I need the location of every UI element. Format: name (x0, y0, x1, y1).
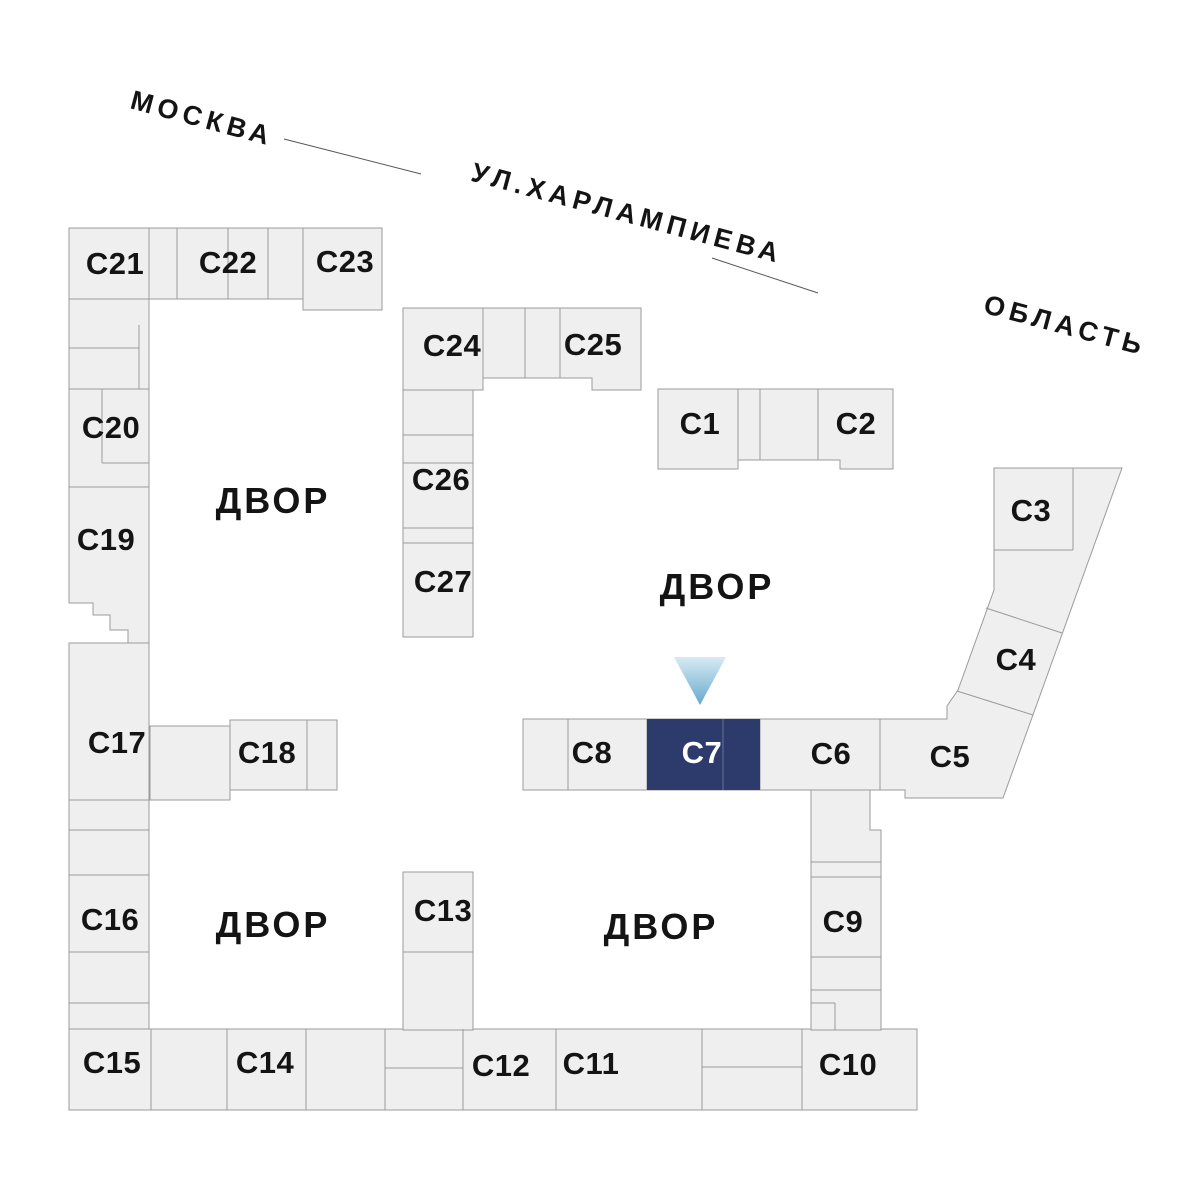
street-divider-line-1 (283, 138, 422, 175)
block-label-c15[interactable]: С15 (83, 1045, 141, 1080)
building-mid-top-strip[interactable] (482, 307, 642, 391)
courtyard-label-bottom-right: ДВОР (604, 906, 719, 947)
building-c17-extension[interactable] (149, 725, 231, 801)
block-label-c19[interactable]: С19 (77, 522, 135, 557)
block-label-c23[interactable]: С23 (316, 244, 374, 279)
block-label-c16[interactable]: С16 (81, 902, 139, 937)
block-label-c14[interactable]: С14 (236, 1045, 295, 1080)
courtyard-label-bottom-left: ДВОР (216, 904, 331, 945)
street-divider-line-2 (711, 257, 819, 294)
block-label-c2[interactable]: С2 (836, 406, 877, 441)
building-c9-wing[interactable] (810, 789, 882, 1031)
block-label-c27[interactable]: С27 (414, 564, 472, 599)
block-label-c8[interactable]: С8 (572, 735, 613, 770)
block-labels: С1 С2 С3 С4 С5 С6 С7 С8 С9 С10 С11 С12 С… (77, 244, 1052, 1083)
block-label-c1[interactable]: С1 (680, 406, 721, 441)
building-c13-wing[interactable] (402, 871, 474, 1031)
block-label-c10[interactable]: С10 (819, 1047, 877, 1082)
block-label-c3[interactable]: С3 (1011, 493, 1052, 528)
block-c7-selected[interactable] (647, 719, 760, 790)
selected-block-marker-icon (674, 657, 726, 705)
building-c1-c2-strip[interactable] (657, 388, 894, 470)
block-label-c5[interactable]: С5 (930, 739, 971, 774)
block-label-c13[interactable]: С13 (414, 893, 472, 928)
block-label-c26[interactable]: С26 (412, 462, 470, 497)
block-label-c11[interactable]: С11 (563, 1046, 620, 1081)
block-label-c21[interactable]: С21 (86, 246, 144, 281)
block-label-c6[interactable]: С6 (811, 736, 852, 771)
block-label-c24[interactable]: С24 (423, 328, 482, 363)
courtyard-label-top-left: ДВОР (216, 480, 331, 521)
block-label-c22[interactable]: С22 (199, 245, 257, 280)
building-c24-block[interactable] (402, 307, 484, 391)
building-middle-column[interactable] (402, 389, 474, 638)
section-dividers (69, 228, 1074, 1110)
block-label-c12[interactable]: С12 (472, 1048, 530, 1083)
street-label-moscow: МОСКВА (127, 85, 277, 152)
street-label-oblast: ОБЛАСТЬ (981, 289, 1150, 361)
building-c18-block[interactable] (229, 719, 338, 791)
block-label-c9[interactable]: С9 (823, 904, 864, 939)
courtyard-labels: ДВОР ДВОР ДВОР ДВОР (216, 480, 775, 947)
block-label-c18[interactable]: С18 (238, 735, 296, 770)
block-label-c4[interactable]: С4 (996, 642, 1037, 677)
block-label-c17[interactable]: С17 (88, 725, 146, 760)
street-label-kharlampieva: УЛ.ХАРЛАМПИЕВА (468, 157, 786, 269)
building-outlines (68, 227, 1123, 1111)
courtyard-label-top-right: ДВОР (660, 566, 775, 607)
block-label-c20[interactable]: С20 (82, 410, 140, 445)
building-bottom-row[interactable] (68, 1028, 918, 1111)
block-label-c7[interactable]: С7 (682, 735, 723, 770)
block-label-c25[interactable]: С25 (564, 327, 622, 362)
